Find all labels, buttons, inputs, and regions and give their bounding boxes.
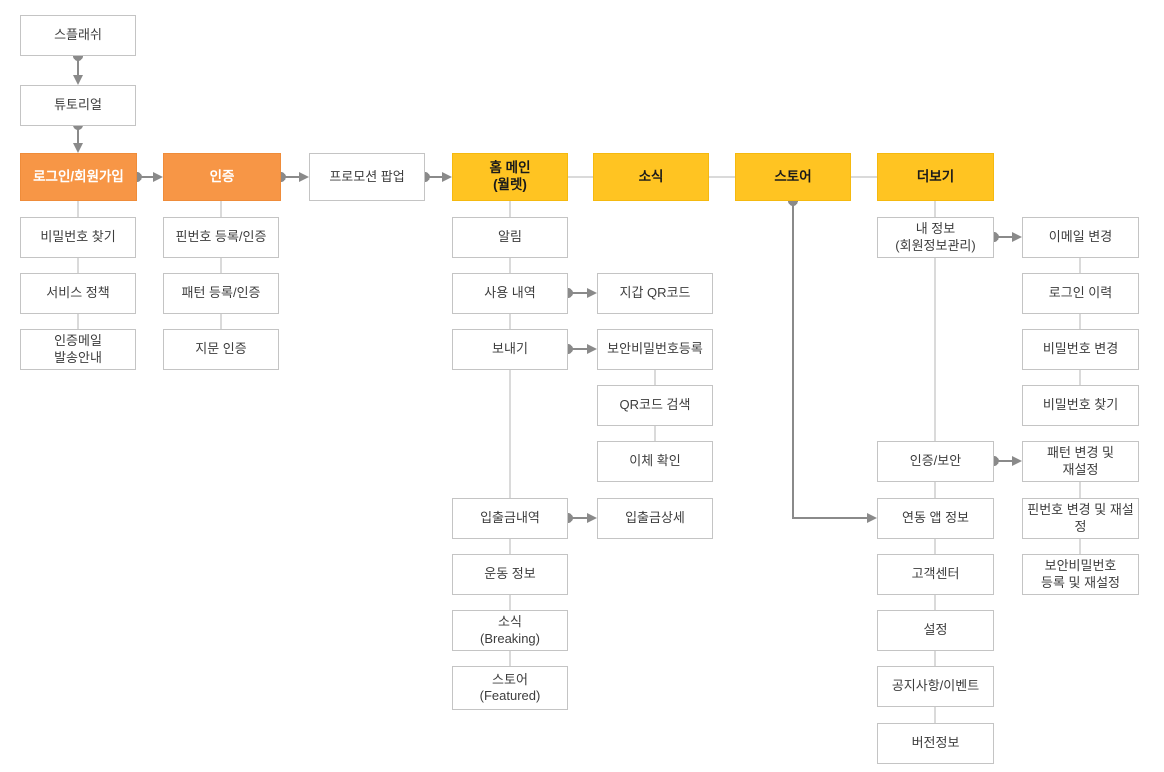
node-pin-register-auth: 핀번호 등록/인증 — [163, 217, 279, 258]
node-auth: 인증 — [163, 153, 281, 201]
node-login-signup: 로그인/회원가입 — [20, 153, 137, 201]
node-email-change: 이메일 변경 — [1022, 217, 1139, 258]
node-store-featured: 스토어 (Featured) — [452, 666, 568, 710]
node-exercise-info: 운동 정보 — [452, 554, 568, 595]
node-auth-security: 인증/보안 — [877, 441, 994, 482]
node-login-history: 로그인 이력 — [1022, 273, 1139, 314]
connector-usage-walletqr — [563, 288, 597, 298]
connector-deposit-detail — [563, 513, 597, 523]
node-security-password-register: 보안비밀번호등록 — [597, 329, 713, 370]
node-qr-search: QR코드 검색 — [597, 385, 713, 426]
node-transfer-confirm: 이체 확인 — [597, 441, 713, 482]
tree-lines — [77, 176, 1081, 723]
connector-splash-tutorial — [73, 51, 83, 85]
node-notification: 알림 — [452, 217, 568, 258]
node-send: 보내기 — [452, 329, 568, 370]
node-password-change: 비밀번호 변경 — [1022, 329, 1139, 370]
node-password-find-2: 비밀번호 찾기 — [1022, 385, 1139, 426]
node-deposit-history: 입출금내역 — [452, 498, 568, 539]
node-security-password-reset: 보안비밀번호 등록 및 재설정 — [1022, 554, 1139, 595]
node-version-info: 버전정보 — [877, 723, 994, 764]
node-news-breaking: 소식 (Breaking) — [452, 610, 568, 651]
node-linked-app-info: 연동 앱 정보 — [877, 498, 994, 539]
node-pattern-change-reset: 패턴 변경 및 재설정 — [1022, 441, 1139, 482]
node-my-info: 내 정보 (회원정보관리) — [877, 217, 994, 258]
node-fingerprint-auth: 지문 인증 — [163, 329, 279, 370]
node-notice-event: 공지사항/이벤트 — [877, 666, 994, 707]
connector-store-linkedapp — [788, 196, 877, 523]
connector-send-securitypw — [563, 344, 597, 354]
node-deposit-detail: 입출금상세 — [597, 498, 713, 539]
node-pin-change-reset: 핀번호 변경 및 재설 정 — [1022, 498, 1139, 539]
node-news: 소식 — [593, 153, 709, 201]
node-password-find: 비밀번호 찾기 — [20, 217, 136, 258]
node-service-policy: 서비스 정책 — [20, 273, 136, 314]
node-promo-popup: 프로모션 팝업 — [309, 153, 425, 201]
node-auth-mail-guide: 인증메일 발송안내 — [20, 329, 136, 370]
node-usage-history: 사용 내역 — [452, 273, 568, 314]
node-tutorial: 튜토리얼 — [20, 85, 136, 126]
node-customer-center: 고객센터 — [877, 554, 994, 595]
node-splash: 스플래쉬 — [20, 15, 136, 56]
node-wallet-qr: 지갑 QR코드 — [597, 273, 713, 314]
node-more: 더보기 — [877, 153, 994, 201]
node-store: 스토어 — [735, 153, 851, 201]
node-settings: 설정 — [877, 610, 994, 651]
node-pattern-register-auth: 패턴 등록/인증 — [163, 273, 279, 314]
node-home-main: 홈 메인 (월렛) — [452, 153, 568, 201]
